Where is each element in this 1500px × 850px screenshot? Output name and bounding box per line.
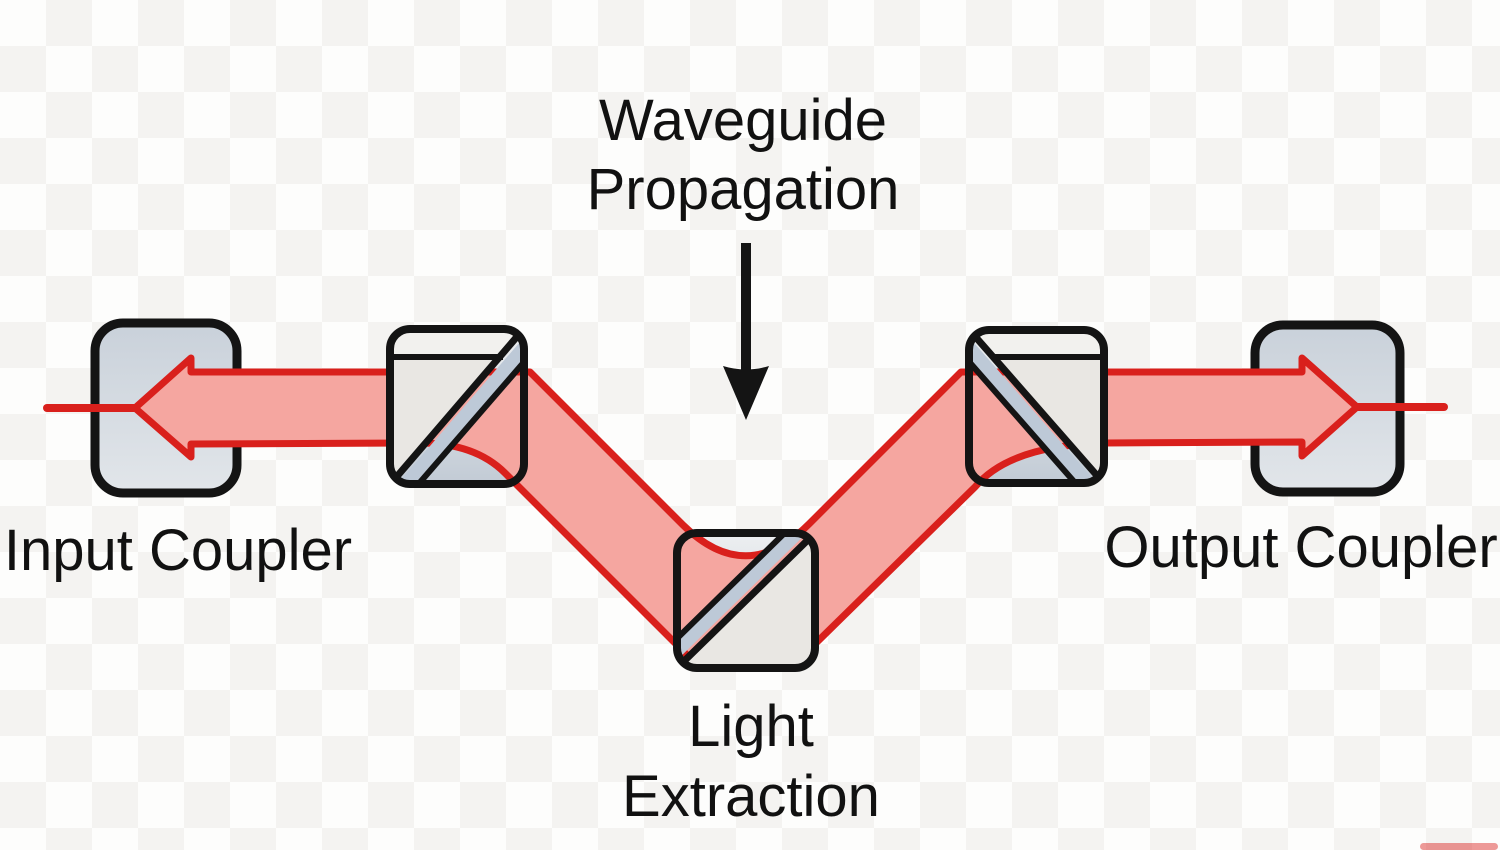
extraction-cube-mirror-stripe — [677, 533, 815, 668]
output-coupler-label: Output Coupler — [1104, 515, 1498, 580]
light-extraction-label-line1: Light — [688, 694, 814, 759]
in-prism-mirror-stripe — [390, 329, 524, 484]
out-prism-border — [965, 326, 1108, 487]
in-prism-border — [386, 325, 528, 488]
light-extraction-label-line2: Extraction — [622, 764, 880, 829]
out-coupling-prism — [969, 330, 1104, 483]
waveguide-propagation-label-line2: Propagation — [586, 157, 900, 222]
extraction-cube-diagonal-line — [677, 533, 815, 668]
in-prism-top-facet — [390, 329, 524, 357]
extraction-cube-border — [673, 529, 819, 672]
light-extraction-prism — [677, 533, 815, 668]
down-arrow-head — [723, 366, 769, 420]
out-prism-stripe-edge-line — [969, 338, 1094, 483]
out-prism-diagonal-line — [969, 330, 1104, 483]
waveguide-propagation-label-line1: Waveguide — [598, 88, 888, 153]
out-prism-top-facet — [969, 330, 1104, 357]
out-prism-mirror-stripe — [969, 330, 1104, 483]
light-extraction-label: Light Extraction — [622, 692, 880, 832]
waveguide-propagation-label: Waveguide Propagation — [587, 86, 900, 224]
input-coupler-label: Input Coupler — [3, 518, 353, 583]
in-prism-diagonal-line — [390, 329, 524, 484]
extraction-cube-stripe-edge-line — [677, 533, 807, 660]
edge-artifact — [1420, 843, 1498, 850]
down-arrow-icon — [723, 243, 769, 420]
